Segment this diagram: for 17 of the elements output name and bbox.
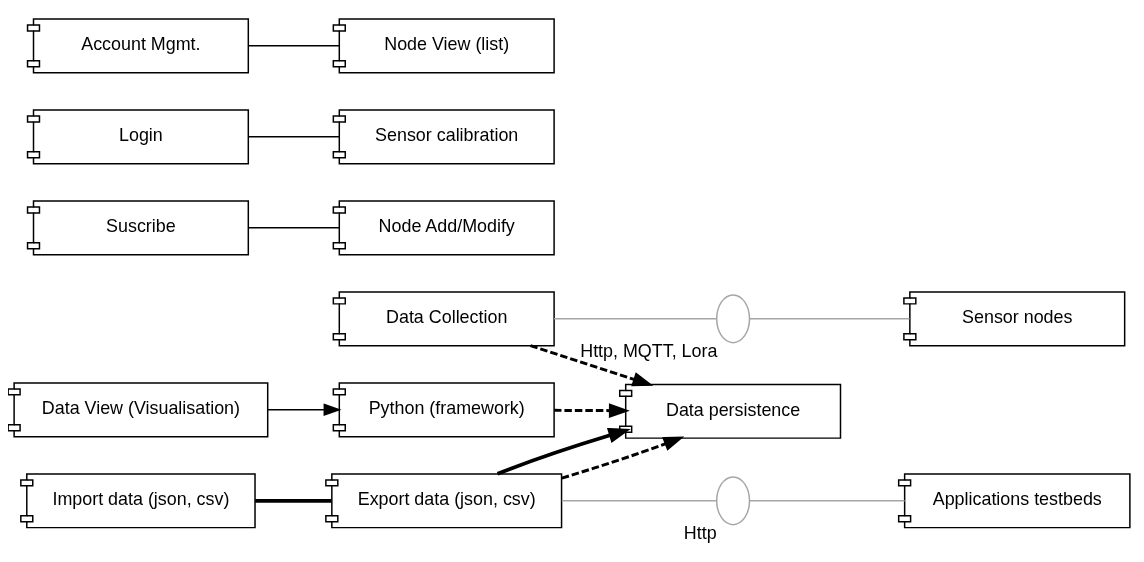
connector [748, 499, 906, 502]
connector [248, 135, 340, 138]
node-label: Http, MQTT, Lora [580, 340, 718, 361]
arrow [561, 436, 685, 479]
arrow [267, 403, 342, 416]
node-label: Http [683, 522, 717, 543]
node-circle [715, 293, 751, 343]
connector [255, 498, 332, 503]
connector [248, 44, 340, 47]
connector [561, 499, 718, 502]
connector [248, 226, 340, 229]
arrow [496, 427, 631, 476]
arrow [530, 343, 654, 386]
node-circle [715, 475, 751, 525]
connector [553, 317, 718, 320]
arrow [554, 402, 630, 418]
connector [748, 317, 911, 320]
